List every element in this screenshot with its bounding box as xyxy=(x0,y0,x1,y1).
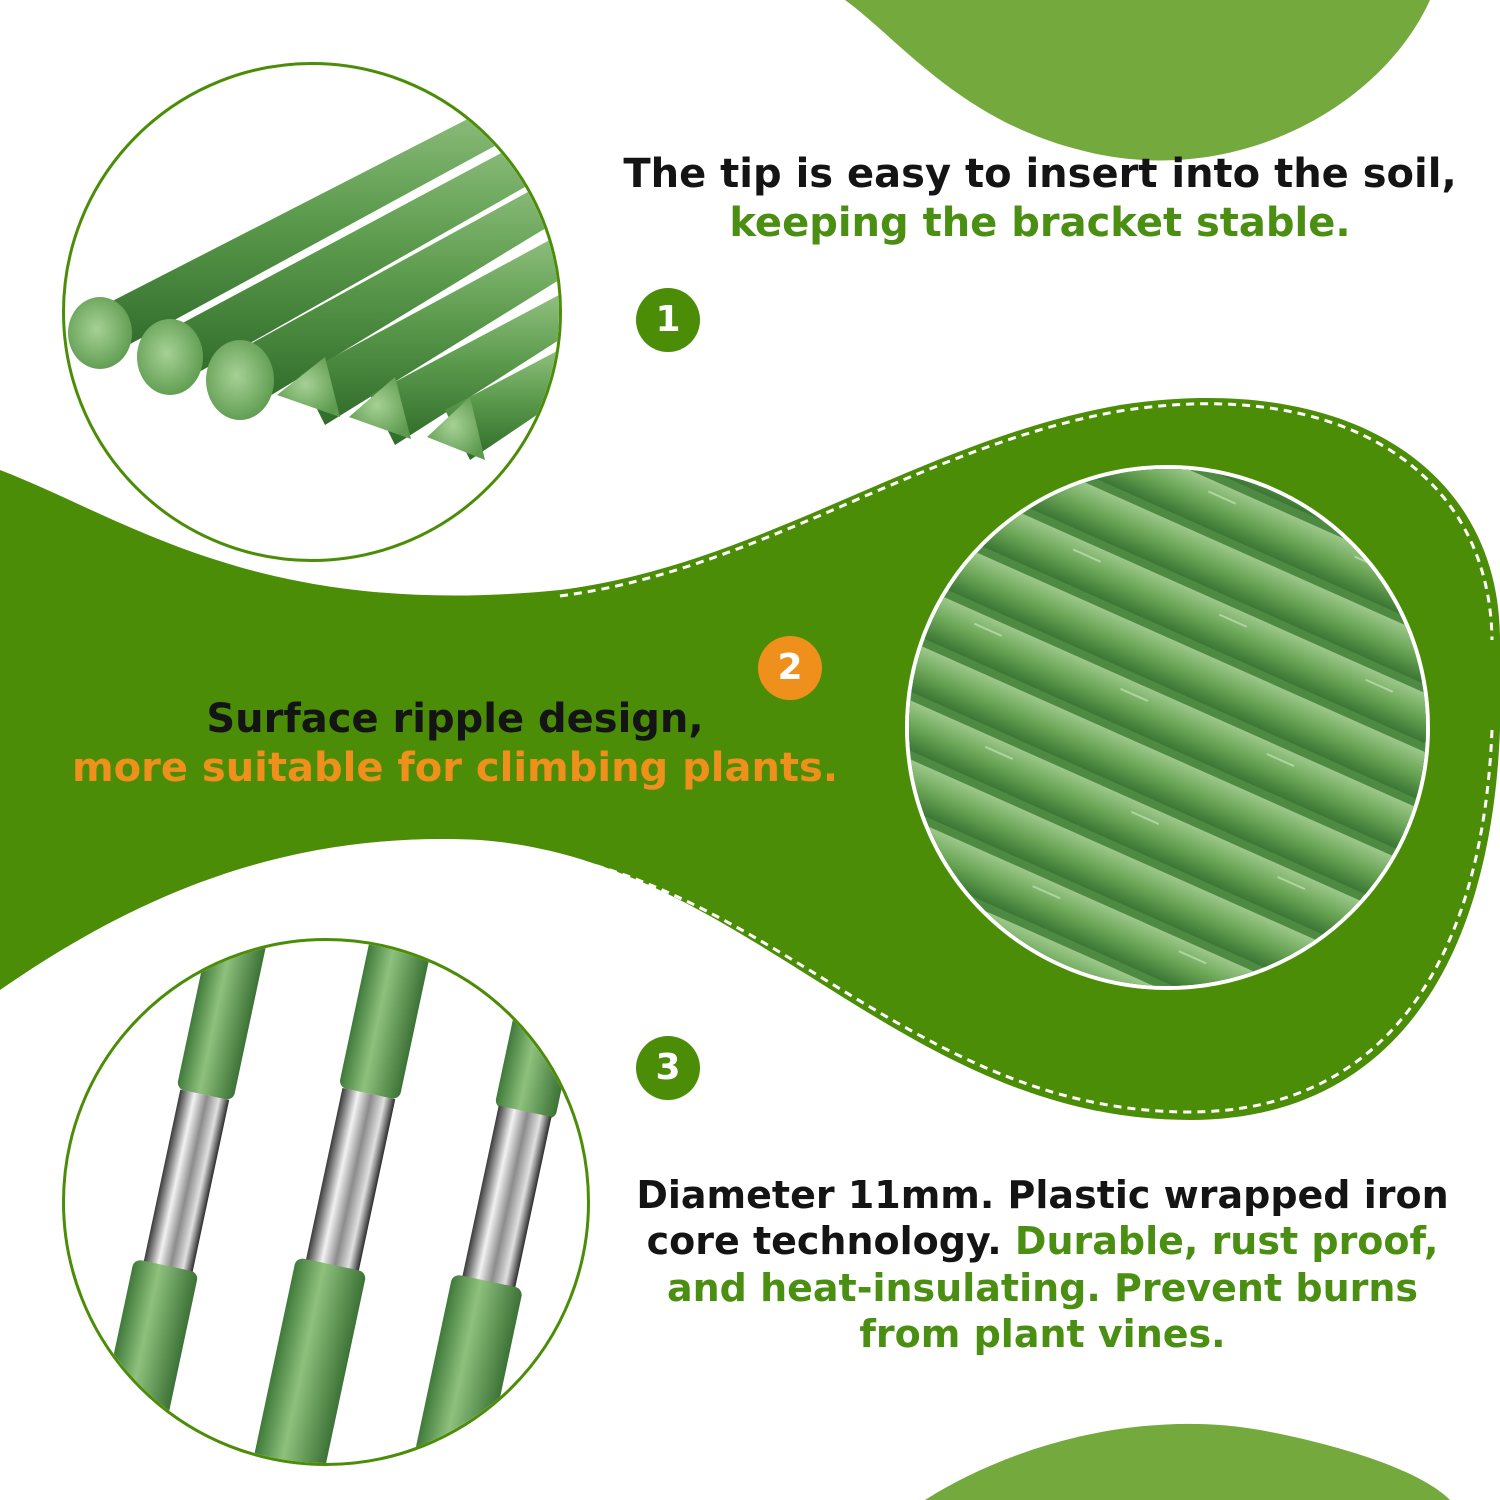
feature-3-line-2-dark: core technology. xyxy=(646,1219,1015,1264)
top-right-blob xyxy=(845,0,1430,161)
rod-2 xyxy=(137,135,555,395)
feature-3-line-1-text: Diameter 11mm. Plastic wrapped iron xyxy=(636,1173,1449,1217)
feature-3-caption: Diameter 11mm. Plastic wrapped iron core… xyxy=(595,1172,1490,1357)
feature-3-line-4: from plant vines. xyxy=(859,1312,1226,1357)
feature-1-caption: The tip is easy to insert into the soil,… xyxy=(600,150,1480,248)
rod-3 xyxy=(206,175,559,420)
step-2-badge: 2 xyxy=(758,636,822,700)
rod-6 xyxy=(427,350,559,460)
feature-3-line-3: and heat-insulating. Prevent burns xyxy=(666,1265,1419,1310)
pole-tips-photo xyxy=(62,62,562,562)
feature-3-line-2-green: Durable, rust proof, xyxy=(1014,1219,1439,1264)
feature-3-line-1: Diameter 11mm. Plastic wrapped iron xyxy=(595,1172,1490,1218)
feature-3-line-2: core technology. Durable, rust proof, xyxy=(595,1218,1490,1264)
rod-1 xyxy=(68,105,515,369)
feature-2-line-1: Surface ripple design, xyxy=(206,696,704,742)
band-dashed-edge-bottom xyxy=(479,729,1494,1114)
bottom-right-blob xyxy=(925,1423,1450,1500)
step-1-badge: 1 xyxy=(636,288,700,352)
iron-core-photo xyxy=(62,938,590,1466)
step-3-badge: 3 xyxy=(636,1036,700,1100)
ripple-surface-photo xyxy=(905,465,1430,990)
feature-1-line-1: The tip is easy to insert into the soil, xyxy=(623,151,1457,197)
pole-middle xyxy=(249,941,434,1463)
rod-5 xyxy=(349,295,559,445)
feature-1-line-2: keeping the bracket stable. xyxy=(729,199,1351,246)
band-dashed-edge-top xyxy=(559,402,1494,641)
feature-2-caption: Surface ripple design, more suitable for… xyxy=(45,695,865,793)
feature-2-line-2: more suitable for climbing plants. xyxy=(71,744,839,791)
rod-4 xyxy=(277,235,559,425)
